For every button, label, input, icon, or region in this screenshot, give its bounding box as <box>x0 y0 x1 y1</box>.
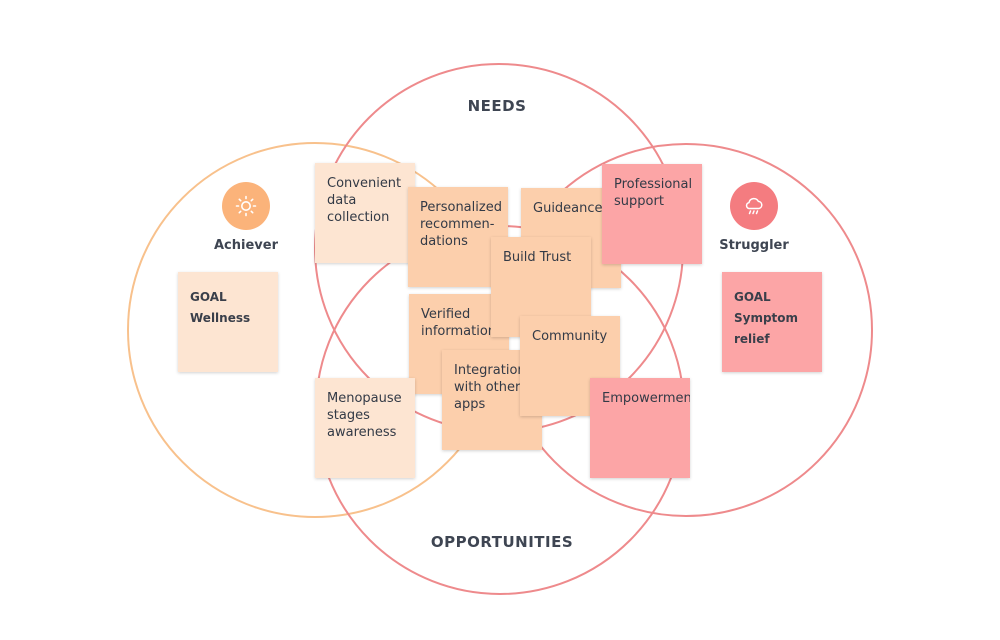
struggler-goal-label: GOAL <box>734 290 771 304</box>
sun-icon <box>235 195 257 217</box>
rain-cloud-icon <box>745 197 763 215</box>
achiever-name: Achiever <box>214 238 278 253</box>
achiever-goal-text: Wellness <box>190 311 251 325</box>
opportunities-label: OPPORTUNITIES <box>430 533 574 551</box>
note-convenient-data-collection: Convenient data collection <box>315 163 415 263</box>
achiever-goal-label: GOAL <box>190 290 227 304</box>
struggler-name: Struggler <box>719 238 789 253</box>
note-empowerment: Empowerment <box>590 378 690 478</box>
note-menopause-stages-awareness: Menopause stages awareness <box>315 378 415 478</box>
needs-label: NEEDS <box>467 97 527 115</box>
struggler-avatar <box>730 182 778 230</box>
struggler-goal-card: GOAL Symptom relief <box>722 272 822 372</box>
achiever-goal-card: GOAL Wellness <box>178 272 278 372</box>
note-professional-support: Professional support <box>602 164 702 264</box>
achiever-avatar <box>222 182 270 230</box>
struggler-goal-text: Symptom relief <box>734 311 799 346</box>
